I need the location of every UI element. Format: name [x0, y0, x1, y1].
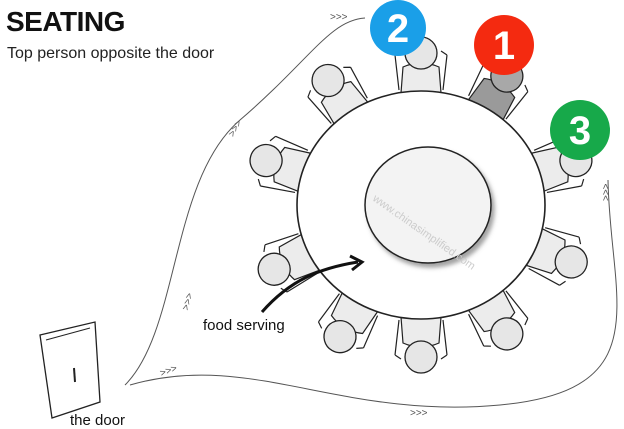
arrow-chevrons: >>>: [330, 12, 348, 23]
chair: [257, 135, 309, 194]
lazy-susan-plate: [364, 146, 492, 264]
seat: [467, 288, 529, 351]
arrow-chevrons: >>>: [410, 408, 428, 419]
door-label: the door: [70, 412, 125, 429]
chair: [528, 227, 582, 286]
badge-circle: [550, 100, 610, 160]
person-head: [249, 143, 283, 178]
door-icon: [39, 321, 101, 419]
arrow-chevrons: >>>: [181, 292, 196, 312]
seat-rank-badge-1: 1: [474, 15, 534, 75]
person-head: [554, 245, 588, 279]
seat-rank-badge-2: 2: [370, 0, 426, 56]
seat: [307, 63, 369, 126]
page-title: SEATING: [6, 6, 125, 37]
chair: [317, 293, 379, 349]
food-serving-label: food serving: [203, 317, 285, 334]
chair: [468, 290, 529, 347]
person-head: [257, 252, 291, 286]
badge-circle: [474, 15, 534, 75]
chair: [533, 135, 585, 194]
person-head: [311, 63, 345, 98]
badge-circle: [370, 0, 426, 56]
arrow-chevrons: >>>: [601, 183, 612, 201]
person-head: [490, 317, 524, 351]
chair: [307, 66, 368, 124]
chair: [263, 233, 318, 293]
person-head: [323, 319, 357, 354]
arrow-chevrons: >>>: [159, 363, 179, 379]
seat: [317, 291, 379, 354]
person-head: [404, 340, 438, 374]
food-serving-arrow: [260, 260, 359, 313]
arrow-chevrons: >>>: [227, 118, 245, 139]
path-to-seat-2: [124, 17, 366, 386]
badge-number: 2: [387, 7, 409, 51]
chair: [394, 50, 448, 91]
seat-rank-badge-3: 3: [550, 100, 610, 160]
chair: [394, 319, 448, 360]
seat: [525, 227, 588, 286]
page-subtitle: Top person opposite the door: [7, 45, 215, 62]
seat: [394, 316, 448, 374]
seat: [257, 233, 320, 293]
chair: [468, 63, 529, 120]
arrowhead-icon: [349, 254, 365, 272]
badge-number: 1: [493, 24, 515, 68]
path-to-seat-3: [129, 179, 618, 408]
badge-number: 3: [569, 109, 591, 153]
